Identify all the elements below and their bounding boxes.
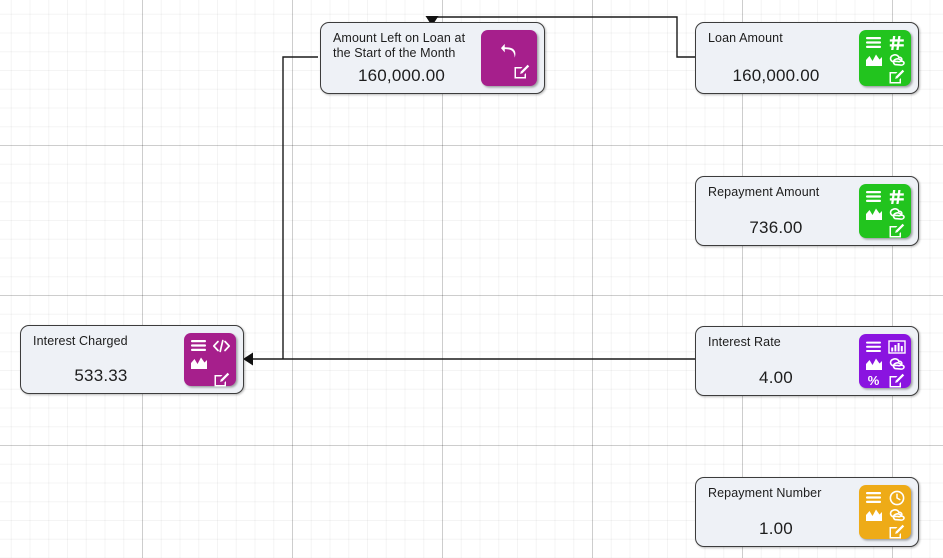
edge-amount-left-to-interest-charged	[282, 56, 318, 359]
list-icon[interactable]	[189, 337, 208, 354]
edit-icon[interactable]	[887, 523, 906, 540]
node-badge[interactable]	[481, 30, 537, 86]
list-icon[interactable]	[864, 489, 883, 506]
node-badge[interactable]	[859, 30, 911, 86]
node-badge[interactable]	[859, 184, 911, 238]
node-badge[interactable]	[184, 333, 236, 386]
clock-icon[interactable]	[887, 489, 906, 506]
node-interest-rate[interactable]: Interest Rate 4.00	[695, 326, 919, 396]
edit-icon[interactable]	[887, 372, 906, 389]
layers-icon[interactable]	[887, 506, 906, 523]
node-loan-amount[interactable]: Loan Amount 160,000.00	[695, 22, 919, 94]
node-badge[interactable]	[859, 485, 911, 539]
node-title: Repayment Amount	[708, 185, 820, 199]
layers-icon[interactable]	[887, 51, 906, 68]
node-value: 160,000.00	[732, 66, 820, 85]
edit-icon[interactable]	[512, 63, 531, 80]
node-value: 4.00	[759, 368, 793, 387]
node-value: 1.00	[759, 519, 793, 538]
list-icon[interactable]	[864, 338, 883, 355]
area-chart-icon[interactable]	[864, 51, 883, 68]
node-title: Repayment Number	[708, 486, 822, 500]
area-chart-icon[interactable]	[864, 205, 883, 222]
node-title: Amount Left on Loan at the Start of the …	[333, 31, 466, 60]
node-title: Interest Charged	[33, 334, 128, 348]
node-badge[interactable]: %	[859, 334, 911, 388]
code-icon[interactable]	[212, 337, 231, 354]
percent-icon[interactable]: %	[867, 373, 880, 388]
node-title: Loan Amount	[708, 31, 783, 45]
layers-icon[interactable]	[887, 205, 906, 222]
edit-icon[interactable]	[212, 371, 231, 388]
list-icon[interactable]	[864, 188, 883, 205]
area-chart-icon[interactable]	[864, 355, 883, 372]
area-chart-icon[interactable]	[189, 354, 208, 371]
node-title: Interest Rate	[708, 335, 781, 349]
list-icon[interactable]	[864, 34, 883, 51]
bar-chart-icon[interactable]	[887, 338, 906, 355]
node-value: 736.00	[749, 218, 803, 237]
node-repayment-amount[interactable]: Repayment Amount 736.00	[695, 176, 919, 246]
area-chart-icon[interactable]	[864, 506, 883, 523]
node-interest-charged[interactable]: Interest Charged 533.33	[20, 325, 244, 394]
node-amount-left-on-loan[interactable]: Amount Left on Loan at the Start of the …	[320, 22, 545, 94]
edit-icon[interactable]	[887, 68, 906, 85]
undo-arrow-icon[interactable]	[500, 42, 519, 59]
hash-icon[interactable]	[887, 34, 906, 51]
node-value: 160,000.00	[357, 66, 446, 85]
node-repayment-number[interactable]: Repayment Number 1.00	[695, 477, 919, 547]
edge-arrowhead-left	[243, 352, 253, 366]
edit-icon[interactable]	[887, 222, 906, 239]
hash-icon[interactable]	[887, 188, 906, 205]
layers-icon[interactable]	[887, 355, 906, 372]
node-value: 533.33	[74, 366, 128, 385]
